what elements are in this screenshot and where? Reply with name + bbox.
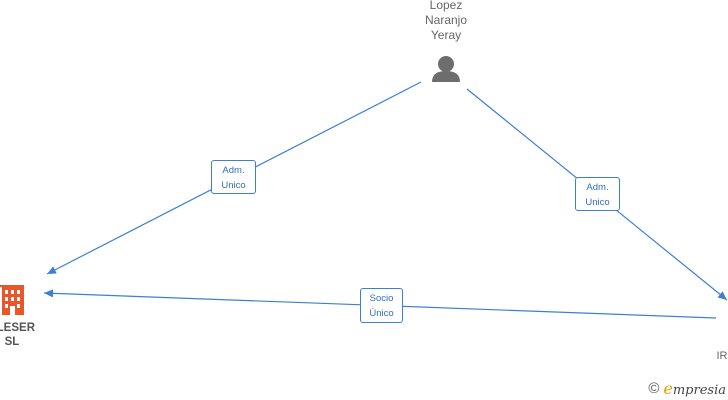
edge-label-adm-unico-right: Adm. Unico — [575, 177, 620, 211]
copyright-icon: © — [648, 379, 660, 397]
left-company-name[interactable]: ELESER SL — [0, 322, 35, 348]
person-icon[interactable] — [432, 56, 460, 82]
edge-label-socio-unico: Socio Único — [360, 288, 403, 323]
right-company-name[interactable]: IR — [716, 350, 728, 362]
building-icon[interactable] — [0, 285, 24, 315]
brand-footer: © empresia — [648, 378, 726, 398]
person-name[interactable]: Lopez Naranjo Yeray — [424, 0, 468, 42]
edge-label-adm-unico-left: Adm. Unico — [211, 160, 256, 194]
brand-logo[interactable]: empresia — [663, 378, 726, 398]
